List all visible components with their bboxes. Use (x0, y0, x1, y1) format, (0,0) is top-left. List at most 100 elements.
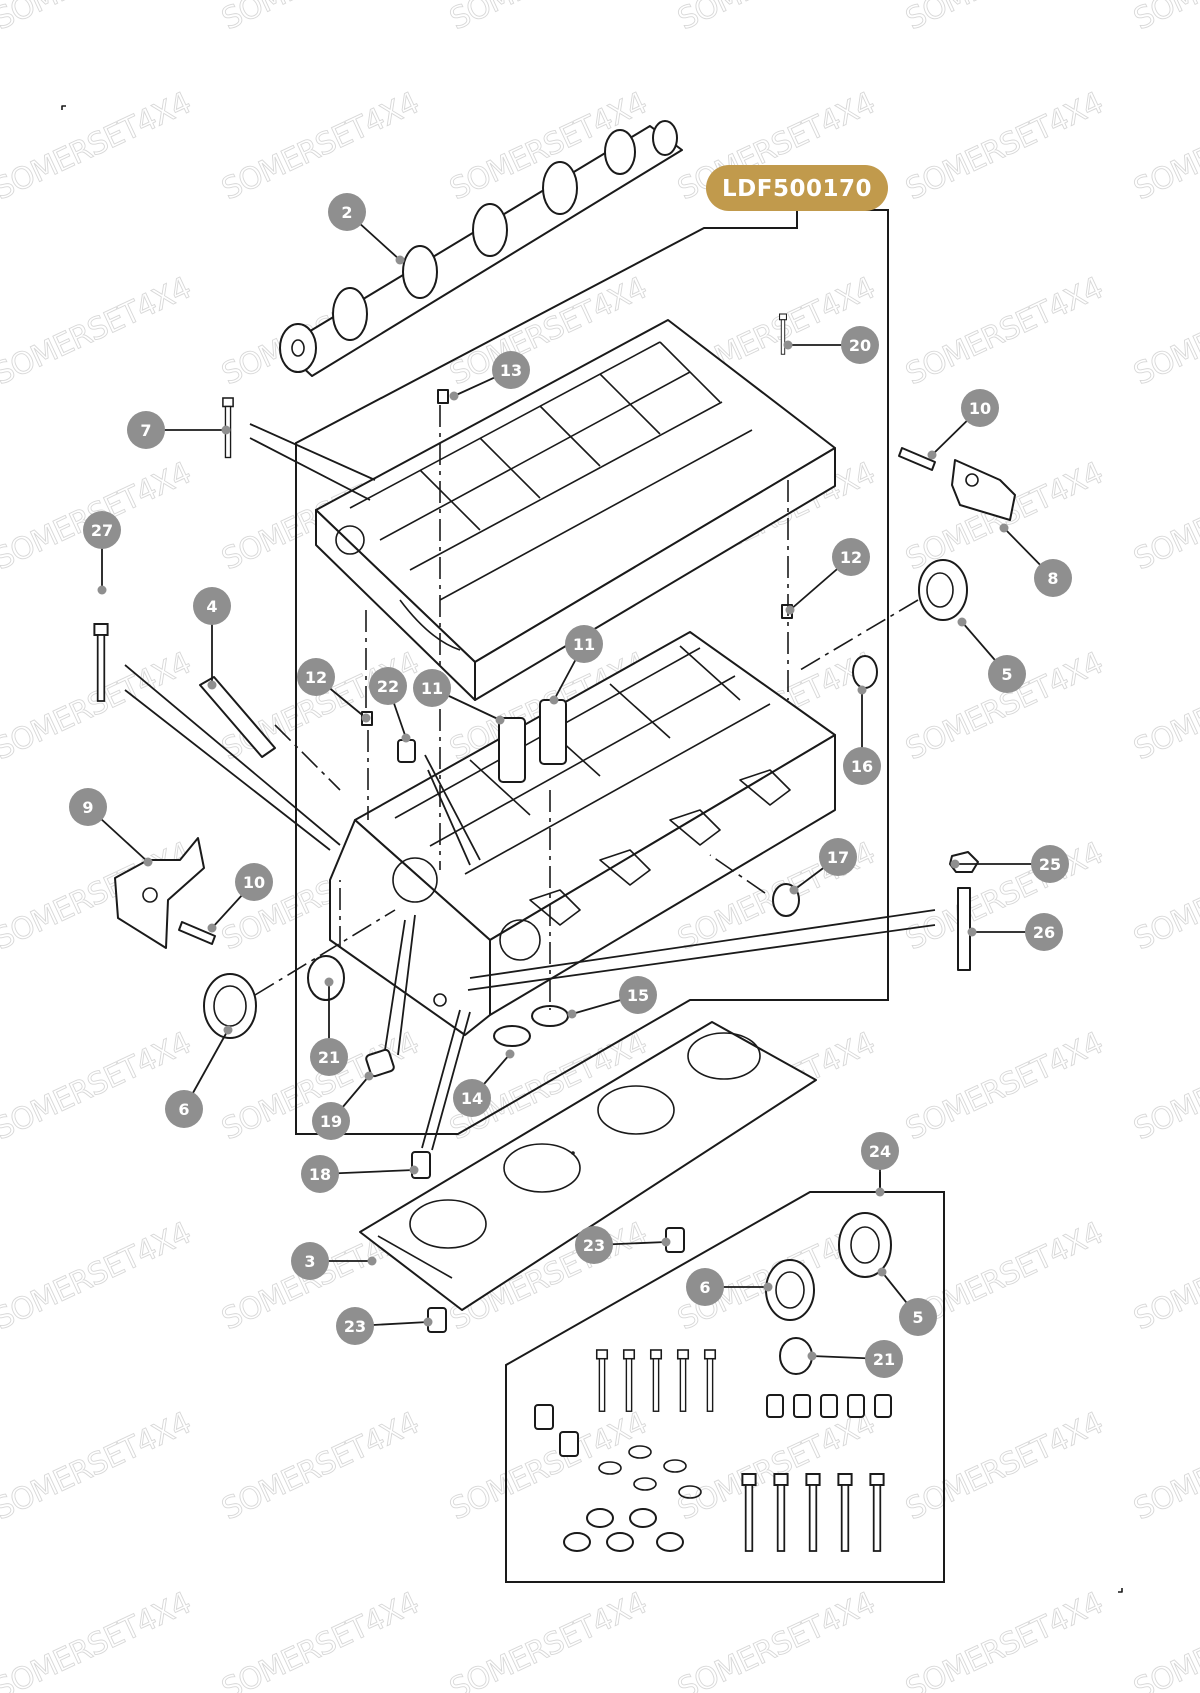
callout-circle (686, 1268, 724, 1306)
callout-circle (193, 587, 231, 625)
callout-circle (861, 1132, 899, 1170)
callout-circle (961, 389, 999, 427)
callout-number: 5 (912, 1308, 923, 1327)
injector-sleeves (498, 699, 567, 783)
callout-circle (301, 1155, 339, 1193)
callout-15: 15 (567, 976, 657, 1019)
callout-number: 2 (341, 203, 352, 222)
callout-number: 24 (869, 1142, 891, 1161)
callout-circle (1025, 913, 1063, 951)
kit-dowels (534, 1404, 579, 1457)
callout-circle (988, 655, 1026, 693)
callout-circle (310, 1038, 348, 1076)
callout-anchor-dot (423, 1317, 433, 1327)
callout-number: 23 (583, 1236, 605, 1255)
callout-number: 11 (421, 679, 443, 698)
watermark-text: SOMERSET4X4 (901, 0, 1108, 37)
callout-number: 17 (827, 848, 849, 867)
callout-9: 9 (69, 788, 153, 867)
callout-24: 24 (861, 1132, 899, 1197)
callout-anchor-dot (927, 450, 937, 460)
head-gasket (359, 1021, 817, 1311)
callout-25: 25 (950, 845, 1069, 883)
watermark-text: SOMERSET4X4 (673, 0, 880, 37)
callout-11: 11 (413, 669, 505, 725)
callout-anchor-dot (324, 977, 334, 987)
callout-14: 14 (453, 1049, 515, 1117)
watermark-text: SOMERSET4X4 (901, 271, 1108, 392)
watermark-text: SOMERSET4X4 (217, 1586, 424, 1693)
callout-circle (841, 326, 879, 364)
callout-16: 16 (843, 685, 881, 785)
watermark-text: SOMERSET4X4 (217, 1406, 424, 1527)
dowel-19 (365, 1048, 395, 1078)
watermark-text: SOMERSET4X4 (1129, 1586, 1200, 1693)
kit-bolts-row1 (595, 1349, 717, 1413)
reference-code-text: LDF500170 (722, 176, 872, 202)
callout-number: 26 (1033, 923, 1055, 942)
callout-anchor-dot (661, 1237, 671, 1247)
callout-number: 21 (318, 1048, 340, 1067)
callout-6: 6 (165, 1025, 233, 1128)
callout-anchor-dot (785, 605, 795, 615)
callout-anchor-dot (367, 1256, 377, 1266)
callout-circle (453, 1079, 491, 1117)
callout-23: 23 (575, 1226, 671, 1264)
callout-number: 20 (849, 336, 871, 355)
callout-10: 10 (207, 863, 273, 933)
callout-number: 12 (305, 668, 327, 687)
callout-number: 7 (140, 421, 151, 440)
cylinder-head (329, 631, 836, 1036)
kit-washers (563, 1508, 684, 1552)
callout-circle (832, 538, 870, 576)
callout-anchor-dot (999, 523, 1009, 533)
callout-22: 22 (369, 667, 411, 743)
watermark-text: SOMERSET4X4 (1129, 836, 1200, 957)
bracket (951, 459, 1016, 521)
watermark-text: SOMERSET4X4 (901, 1586, 1108, 1693)
callout-anchor-dot (449, 391, 459, 401)
callout-5: 5 (877, 1267, 937, 1336)
callout-27: 27 (83, 511, 121, 595)
callout-26: 26 (967, 913, 1063, 951)
watermark-text: SOMERSET4X4 (0, 86, 196, 207)
callout-number: 22 (377, 677, 399, 696)
callout-2: 2 (328, 193, 405, 265)
callout-circle (819, 838, 857, 876)
callout-anchor-dot (789, 885, 799, 895)
bracket-left (114, 837, 205, 949)
kit-seal-6 (765, 1259, 815, 1321)
callout-12: 12 (785, 538, 870, 615)
callout-circle (336, 1307, 374, 1345)
callout-23: 23 (336, 1307, 433, 1345)
kit-nuts (766, 1394, 892, 1418)
watermark-text: SOMERSET4X4 (1129, 0, 1200, 37)
callout-number: 10 (969, 399, 991, 418)
callout-6: 6 (686, 1268, 773, 1306)
callout-circle (235, 863, 273, 901)
callout-circle (899, 1298, 937, 1336)
callout-18: 18 (301, 1155, 419, 1193)
callout-20: 20 (783, 326, 879, 364)
callout-circle (127, 411, 165, 449)
small-bolt-left (178, 921, 216, 945)
watermark-text: SOMERSET4X4 (1129, 86, 1200, 207)
callout-circle (328, 193, 366, 231)
watermark-text: SOMERSET4X4 (1129, 1026, 1200, 1147)
callout-anchor-dot (401, 733, 411, 743)
callout-number: 21 (873, 1350, 895, 1369)
callout-circle (369, 667, 407, 705)
callout-anchor-dot (207, 923, 217, 933)
callout-anchor-dot (97, 585, 107, 595)
watermark-text: SOMERSET4X4 (901, 86, 1108, 207)
callout-anchor-dot (875, 1187, 885, 1197)
callout-anchor-dot (957, 617, 967, 627)
bush (397, 739, 416, 763)
watermark-text: SOMERSET4X4 (445, 0, 652, 37)
callout-17: 17 (789, 838, 857, 895)
callout-7: 7 (127, 411, 231, 449)
watermark-text: SOMERSET4X4 (901, 836, 1108, 957)
callout-number: 6 (699, 1278, 710, 1297)
callout-anchor-dot (967, 927, 977, 937)
